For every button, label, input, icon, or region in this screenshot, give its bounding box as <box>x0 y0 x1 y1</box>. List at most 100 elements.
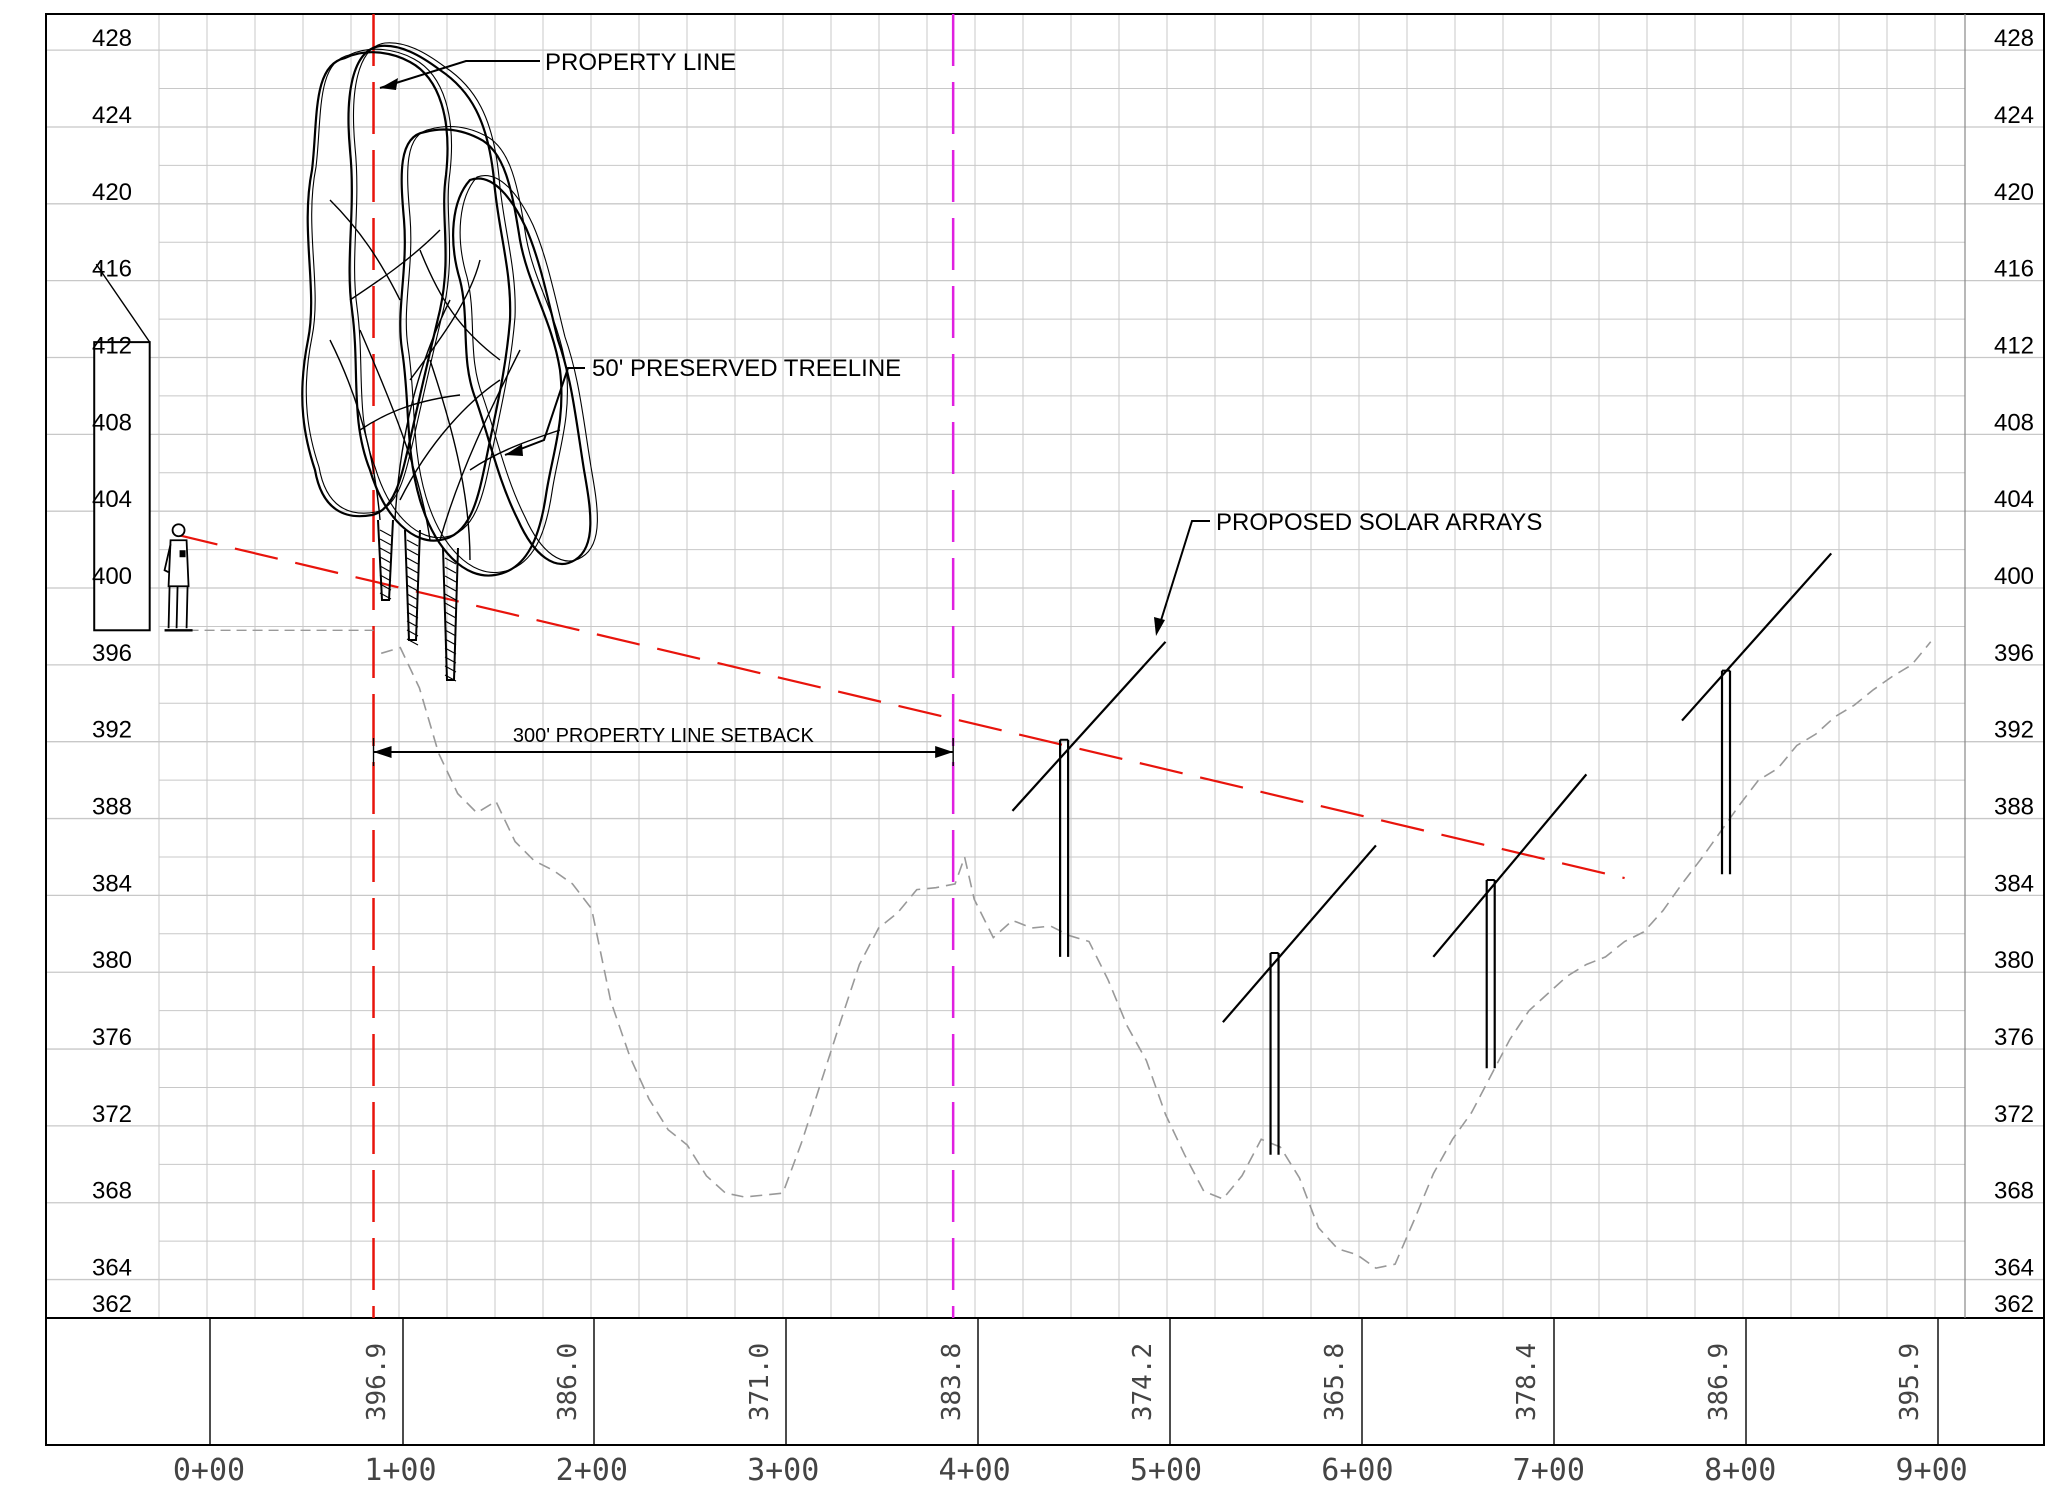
tree-canopy-sketch <box>405 125 569 574</box>
elevation-label-left: 388 <box>92 794 132 821</box>
tree-trunk-hatch <box>406 539 419 547</box>
tree-trunk-hatch <box>379 529 392 537</box>
elevation-label-left: 400 <box>92 563 132 590</box>
tree-trunk-hatch <box>379 538 392 546</box>
elevation-label-left: 408 <box>92 409 132 436</box>
solar-leader <box>1157 520 1210 631</box>
ground-elevation-label: 386.0 <box>553 1343 583 1421</box>
tree-canopy-sketch <box>352 42 516 539</box>
elevation-label-left: 424 <box>92 102 132 129</box>
elevation-label-right: 400 <box>1994 563 2034 590</box>
tree-trunk-hatch <box>406 611 419 619</box>
elevation-label-right: 420 <box>1994 179 2034 206</box>
elevation-label-left: 362 <box>92 1291 132 1318</box>
ground-elevation-label: 371.0 <box>745 1343 775 1421</box>
elevation-label-left: 392 <box>92 717 132 744</box>
ground-line <box>380 641 1932 1269</box>
tree-trunk-hatch <box>379 565 392 573</box>
tree-trunk-hatch <box>406 566 419 574</box>
tree-branch <box>399 379 501 501</box>
tree-trunk-hatch <box>444 629 457 637</box>
tree-trunk-hatch <box>406 575 419 583</box>
tree-branch <box>329 339 381 521</box>
tree-trunk-hatch <box>379 583 392 591</box>
tree-trunk-hatch <box>444 557 457 565</box>
outer-border <box>45 13 2045 1446</box>
tree-canopy <box>399 128 563 577</box>
tree-trunk-hatch <box>406 548 419 556</box>
tree-trunk-hatch <box>406 629 419 637</box>
ground-elevation-label: 365.8 <box>1320 1343 1350 1421</box>
station-label: 1+00 <box>364 1453 436 1488</box>
tree-branch <box>439 349 521 541</box>
ground-elevation-label: 374.2 <box>1128 1343 1158 1421</box>
tree-trunk-hatch <box>379 556 392 564</box>
observer-arm <box>163 544 172 574</box>
ground-elevation-label: 386.9 <box>1704 1343 1734 1421</box>
elevation-label-left: 368 <box>92 1178 132 1205</box>
elevation-label-left: 384 <box>92 870 132 897</box>
property-line-label: PROPERTY LINE <box>545 49 736 76</box>
grid <box>46 14 2044 1318</box>
tree-trunk-hatch <box>406 584 419 592</box>
ground-elevation-label: 378.4 <box>1512 1343 1542 1421</box>
tree-trunk-hatch <box>444 638 457 646</box>
observer-head <box>171 523 186 538</box>
tree-trunk-hatch <box>406 593 419 601</box>
building-body <box>93 341 151 632</box>
tree-trunk-hatch <box>406 557 419 565</box>
tree-trunk <box>442 547 459 681</box>
elevation-label-left: 416 <box>92 256 132 283</box>
solar-arrays <box>1011 552 1833 1155</box>
tree-canopy <box>301 51 449 518</box>
ground-profile <box>380 641 1932 1269</box>
setback-label: 300' PROPERTY LINE SETBACK <box>513 725 815 747</box>
solar-panel <box>1432 773 1588 958</box>
elevation-label-right: 372 <box>1994 1101 2034 1128</box>
tree-trunk-hatch <box>444 593 457 601</box>
station-label: 5+00 <box>1130 1453 1202 1488</box>
tree-canopy <box>347 44 512 542</box>
solar-panel <box>1011 641 1167 812</box>
preserved-treeline <box>301 42 598 682</box>
station-label: 9+00 <box>1895 1453 1967 1488</box>
elevation-label-right: 392 <box>1994 717 2034 744</box>
tree-trunk-hatch <box>444 665 457 673</box>
elevation-label-right: 384 <box>1994 870 2034 897</box>
elevation-label-left: 428 <box>92 25 132 52</box>
station-label: 0+00 <box>173 1453 245 1488</box>
property-line-leader <box>379 60 540 89</box>
tree-trunk-hatch <box>379 574 392 582</box>
elevation-label-left: 372 <box>92 1101 132 1128</box>
station-label: 8+00 <box>1704 1453 1776 1488</box>
ground-elevation-label: 395.9 <box>1895 1343 1925 1421</box>
observer-legs <box>167 586 189 629</box>
elevation-label-left: 396 <box>92 640 132 667</box>
elevation-label-left: 364 <box>92 1255 132 1282</box>
elevation-label-right: 428 <box>1994 25 2034 52</box>
elevation-label-right: 388 <box>1994 794 2034 821</box>
building-roof-line <box>95 263 151 343</box>
elevation-label-right: 362 <box>1994 1291 2034 1318</box>
tree-trunk-hatch <box>379 547 392 555</box>
elevation-label-left: 412 <box>92 333 132 360</box>
treeline-leader <box>504 367 585 456</box>
building <box>93 263 151 632</box>
frame <box>45 13 2045 1446</box>
elevation-label-right: 412 <box>1994 333 2034 360</box>
elevation-label-left: 376 <box>92 1024 132 1051</box>
setback-arrow-right <box>935 746 954 758</box>
observer-badge <box>179 550 186 558</box>
tree-trunk-hatch <box>406 638 419 646</box>
elevation-label-right: 376 <box>1994 1024 2034 1051</box>
tree-trunk-hatch <box>406 620 419 628</box>
tree-branch <box>419 249 501 361</box>
elevation-label-right: 396 <box>1994 640 2034 667</box>
elevation-label-right: 424 <box>1994 102 2034 129</box>
station-label: 6+00 <box>1321 1453 1393 1488</box>
